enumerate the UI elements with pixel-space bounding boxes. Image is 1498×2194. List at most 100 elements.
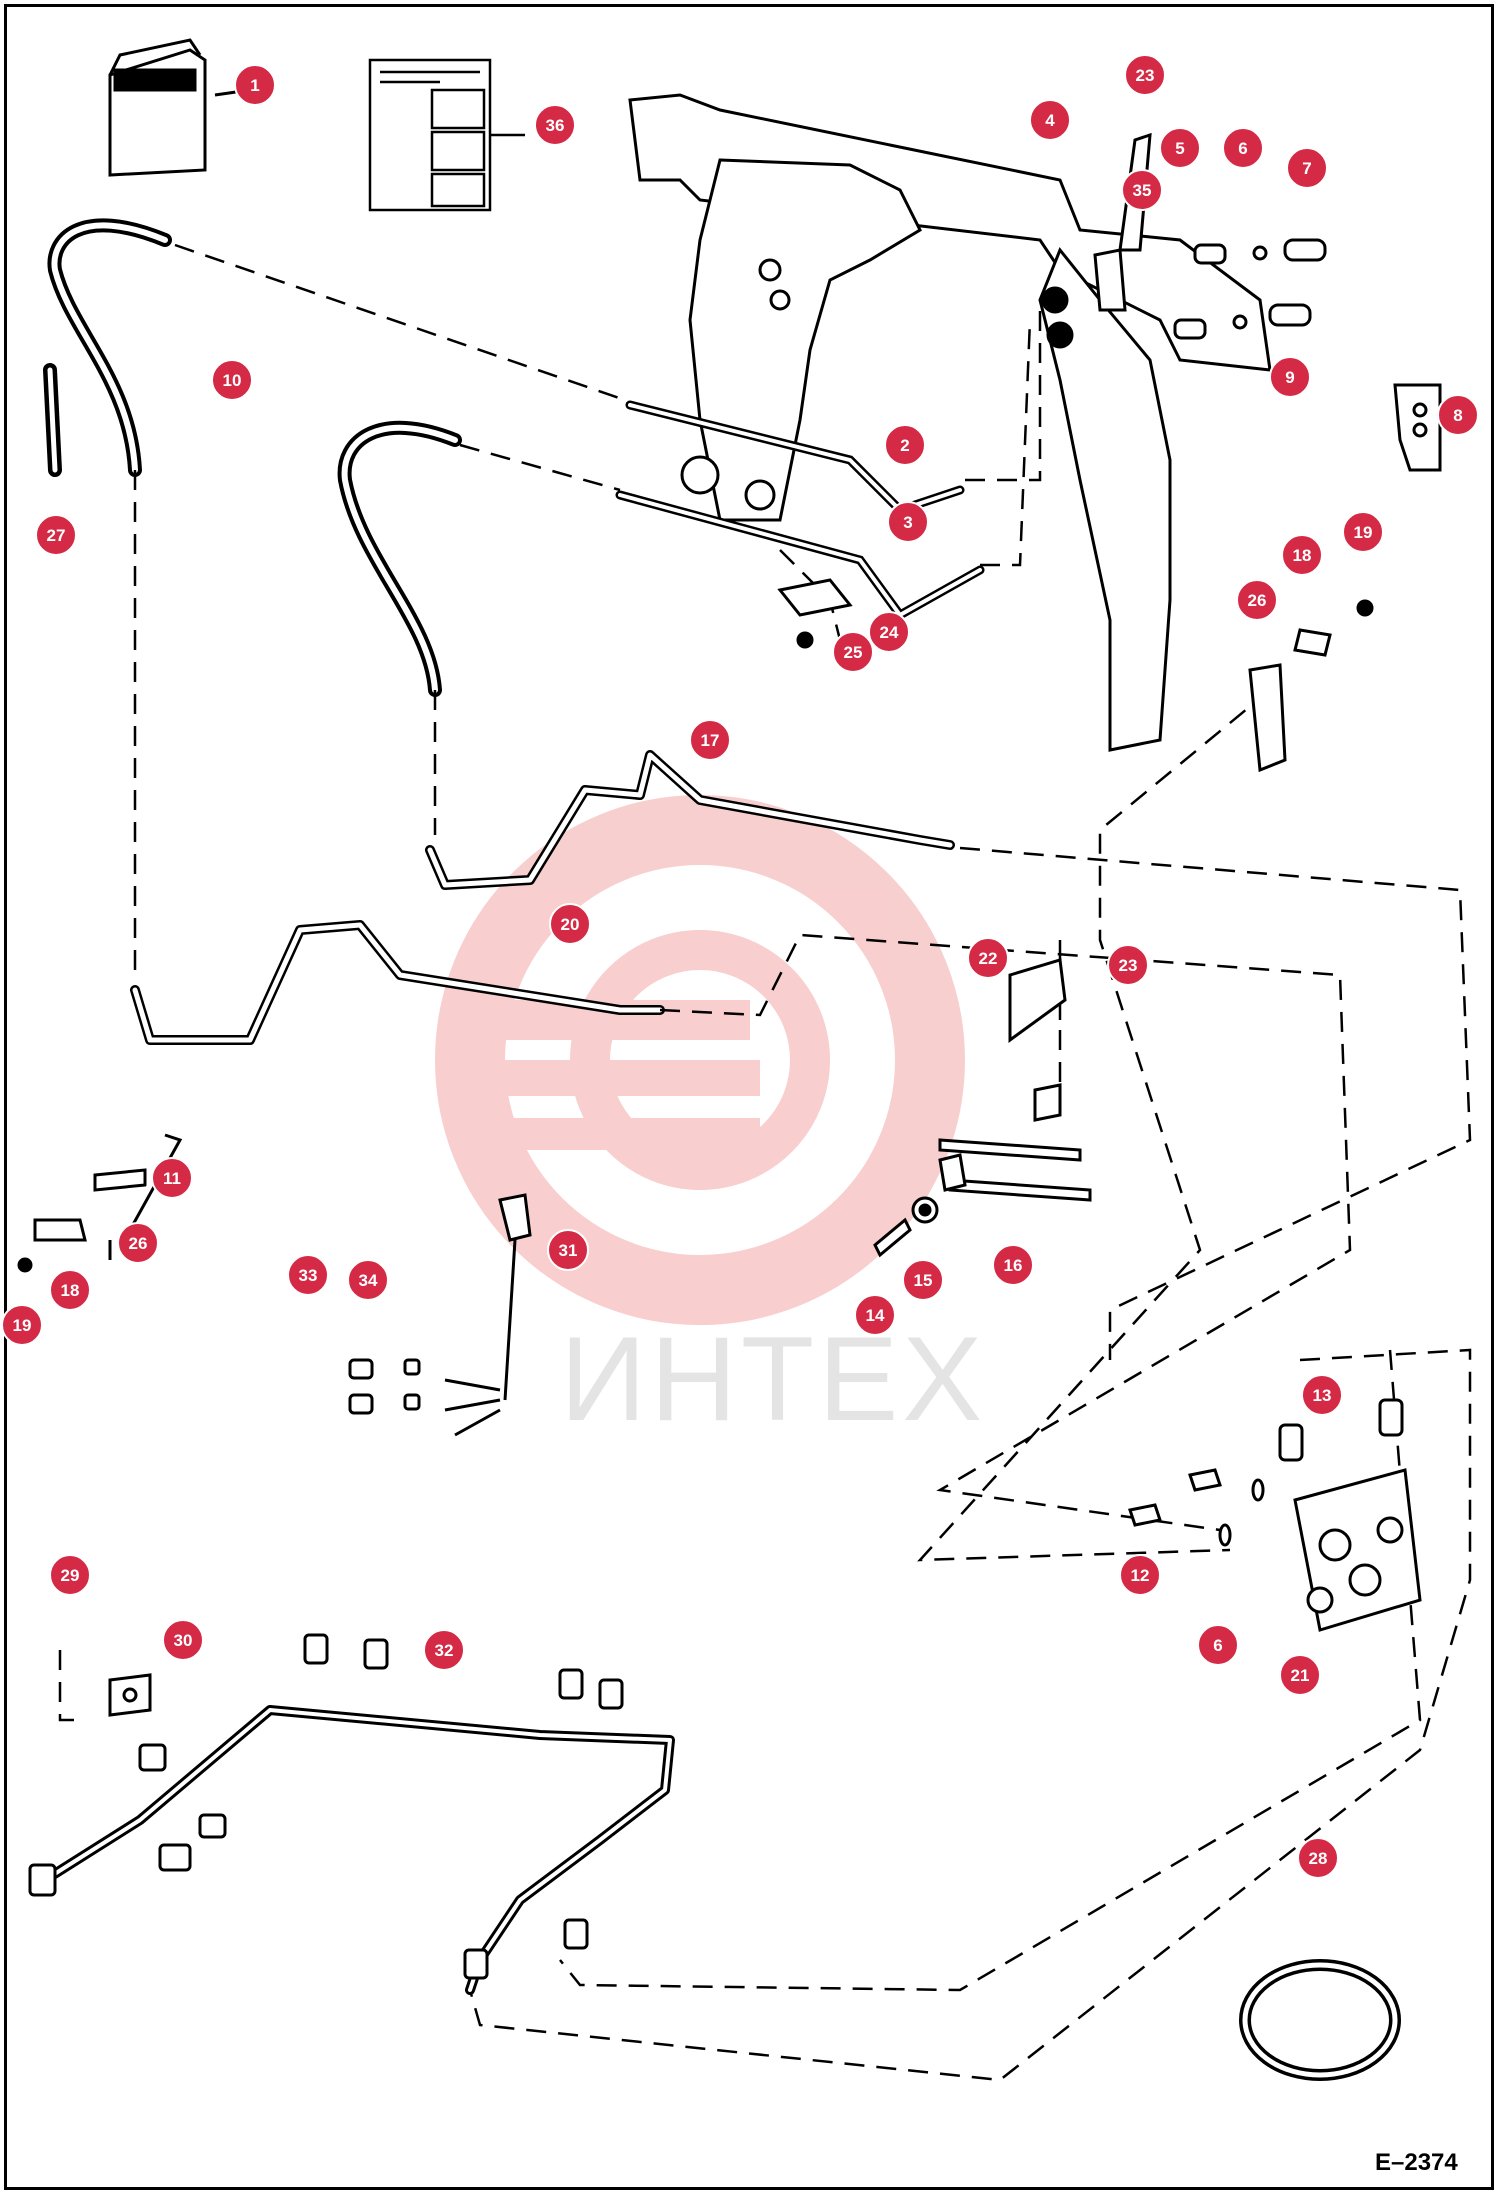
- callout-circle: [1281, 534, 1323, 576]
- callout-number: 26: [1248, 591, 1267, 610]
- callout-2: 2: [884, 424, 926, 466]
- callout-number: 1: [250, 76, 259, 95]
- callout-5: 5: [1159, 127, 1201, 169]
- callout-15: 15: [902, 1259, 944, 1301]
- part-manual-box: [108, 38, 251, 177]
- callout-circle: [35, 514, 77, 556]
- callout-6: 6: [1197, 1624, 1239, 1666]
- callout-circle: [1279, 1654, 1321, 1696]
- callout-11: 11: [151, 1157, 193, 1199]
- callout-number: 10: [223, 371, 242, 390]
- callout-number: 32: [435, 1641, 454, 1660]
- callout-17: 17: [689, 719, 731, 761]
- tubes-lower-inner: [132, 752, 953, 1043]
- watermark-logo: ИНТЕХ: [435, 795, 986, 1446]
- callout-circle: [151, 1157, 193, 1199]
- callout-35: 35: [1121, 169, 1163, 211]
- callout-number: 13: [1313, 1386, 1332, 1405]
- callout-circle: [1159, 127, 1201, 169]
- callout-24: 24: [868, 611, 910, 653]
- callout-number: 2: [900, 436, 909, 455]
- callout-number: 28: [1309, 1849, 1328, 1868]
- watermark-text: ИНТЕХ: [560, 1312, 986, 1446]
- callout-36: 36: [534, 104, 576, 146]
- callout-circle: [1301, 1374, 1343, 1416]
- callout-number: 21: [1291, 1666, 1310, 1685]
- callout-circle: [1236, 579, 1278, 621]
- callout-number: 4: [1045, 111, 1055, 130]
- callout-number: 14: [866, 1306, 885, 1325]
- callout-circle: [887, 501, 929, 543]
- callout-18: 18: [49, 1269, 91, 1311]
- part-decal-sheet: [368, 58, 525, 212]
- tubes-upper-inner: [618, 403, 982, 618]
- callout-circle: [1121, 169, 1163, 211]
- callout-27: 27: [35, 514, 77, 556]
- callout-circle: [287, 1254, 329, 1296]
- callout-number: 7: [1302, 159, 1311, 178]
- callout-number: 23: [1119, 956, 1138, 975]
- callout-circle: [854, 1294, 896, 1336]
- callout-12: 12: [1119, 1554, 1161, 1596]
- callout-circle: [1119, 1554, 1161, 1596]
- callout-number: 22: [979, 949, 998, 968]
- hoses: [43, 218, 462, 697]
- callout-circle: [423, 1629, 465, 1671]
- callout-circle: [902, 1259, 944, 1301]
- drawing-code: E–2374: [1375, 2149, 1458, 2176]
- callout-29: 29: [49, 1554, 91, 1596]
- callout-number: 25: [844, 643, 863, 662]
- control-valve: [1128, 1398, 1422, 1632]
- callout-circle: [49, 1269, 91, 1311]
- callout-number: 19: [1354, 523, 1373, 542]
- callout-19: 19: [1, 1304, 43, 1346]
- callout-circle: [1107, 944, 1149, 986]
- callout-circle: [347, 1259, 389, 1301]
- callout-circle: [1, 1304, 43, 1346]
- callout-circle: [211, 359, 253, 401]
- callout-number: 6: [1238, 139, 1247, 158]
- callout-23: 23: [1107, 944, 1149, 986]
- wire-harness-inner: [43, 1708, 672, 1992]
- callout-number: 12: [1131, 1566, 1150, 1585]
- callout-number: 16: [1004, 1256, 1023, 1275]
- callout-13: 13: [1301, 1374, 1343, 1416]
- callout-20: 20: [549, 903, 591, 945]
- callout-number: 23: [1136, 66, 1155, 85]
- callout-number: 17: [701, 731, 720, 750]
- callout-18: 18: [1281, 534, 1323, 576]
- callout-number: 30: [174, 1631, 193, 1650]
- callout-4: 4: [1029, 99, 1071, 141]
- callout-number: 18: [1293, 546, 1312, 565]
- callout-6: 6: [1222, 127, 1264, 169]
- callout-number: 19: [13, 1316, 32, 1335]
- callout-number: 24: [880, 623, 899, 642]
- callout-circle: [547, 1229, 589, 1271]
- callout-circle: [1437, 394, 1479, 436]
- callout-circle: [1222, 127, 1264, 169]
- callout-number: 6: [1213, 1636, 1222, 1655]
- callout-number: 29: [61, 1566, 80, 1585]
- callout-16: 16: [992, 1244, 1034, 1286]
- callout-14: 14: [854, 1294, 896, 1336]
- loader-frame: [628, 93, 1272, 752]
- brackets-and-fittings: [17, 132, 1442, 1717]
- callout-10: 10: [211, 359, 253, 401]
- callout-7: 7: [1286, 147, 1328, 189]
- callout-circle: [1197, 1624, 1239, 1666]
- callout-number: 9: [1285, 368, 1294, 387]
- callout-circle: [162, 1619, 204, 1661]
- callout-circle: [549, 903, 591, 945]
- callout-31: 31: [547, 1229, 589, 1271]
- page-border: [4, 4, 1494, 2190]
- callout-32: 32: [423, 1629, 465, 1671]
- callout-number: 15: [914, 1271, 933, 1290]
- callout-25: 25: [832, 631, 874, 673]
- callout-34: 34: [347, 1259, 389, 1301]
- callout-9: 9: [1269, 356, 1311, 398]
- callout-26: 26: [117, 1222, 159, 1264]
- callout-22: 22: [967, 937, 1009, 979]
- callout-number: 8: [1453, 406, 1462, 425]
